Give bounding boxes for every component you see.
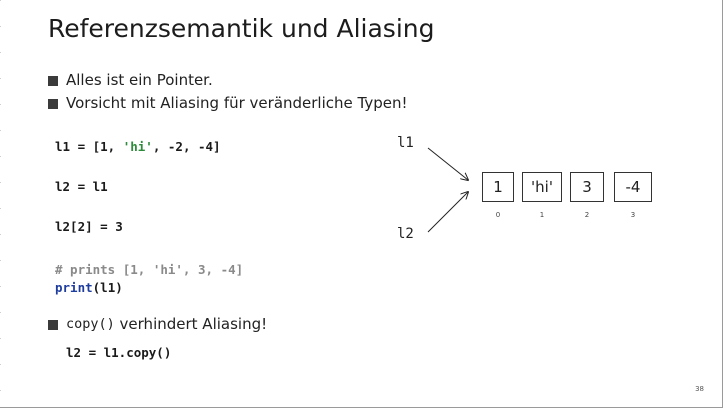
bullet-item: Vorsicht mit Aliasing für veränderliche … bbox=[48, 94, 408, 112]
bullet-item: copy() verhindert Aliasing! bbox=[48, 315, 267, 333]
bullet-item: Alles ist ein Pointer. bbox=[48, 71, 213, 89]
code-keyword: print bbox=[55, 280, 93, 295]
code-string: 'hi' bbox=[122, 139, 153, 154]
slide-edge-marks bbox=[0, 0, 1, 409]
code-text: l1 = [1, bbox=[55, 139, 123, 154]
bullet-text: verhindert Aliasing! bbox=[114, 315, 268, 333]
code-line-1: l1 = [1, 'hi', -2, -4] bbox=[55, 139, 221, 154]
list-index: 3 bbox=[630, 211, 636, 219]
bullet-square-icon bbox=[48, 75, 58, 86]
list-cell: 3 bbox=[570, 172, 604, 202]
bullet-inline-code: copy() bbox=[66, 316, 115, 332]
list-cell: 1 bbox=[482, 172, 514, 202]
code-line-2: l2 = l1 bbox=[55, 179, 108, 194]
list-index: 0 bbox=[495, 211, 501, 219]
bullet-text: Alles ist ein Pointer. bbox=[66, 71, 213, 89]
list-index: 1 bbox=[539, 211, 545, 219]
slide-title: Referenzsemantik und Aliasing bbox=[48, 14, 435, 43]
code-text: (l1) bbox=[92, 280, 123, 295]
list-index: 2 bbox=[584, 211, 590, 219]
arrow-l1 bbox=[427, 147, 468, 180]
code-line-3: l2[2] = 3 bbox=[55, 219, 123, 234]
list-cell: 'hi' bbox=[522, 172, 562, 202]
list-cell: -4 bbox=[614, 172, 652, 202]
bullet-text: Vorsicht mit Aliasing für veränderliche … bbox=[66, 94, 408, 112]
bullet-square-icon bbox=[48, 319, 58, 330]
code-text: , -2, -4] bbox=[152, 139, 221, 154]
bullet-square-icon bbox=[48, 98, 58, 109]
variable-label-l2: l2 bbox=[397, 226, 414, 242]
variable-label-l1: l1 bbox=[397, 135, 414, 151]
arrow-l2 bbox=[427, 192, 468, 233]
code-comment: # prints [1, 'hi', 3, -4] bbox=[55, 262, 244, 277]
code-line-5: print(l1) bbox=[55, 280, 123, 295]
page-number: 38 bbox=[695, 385, 704, 393]
code-copy-line: l2 = l1.copy() bbox=[66, 345, 172, 360]
